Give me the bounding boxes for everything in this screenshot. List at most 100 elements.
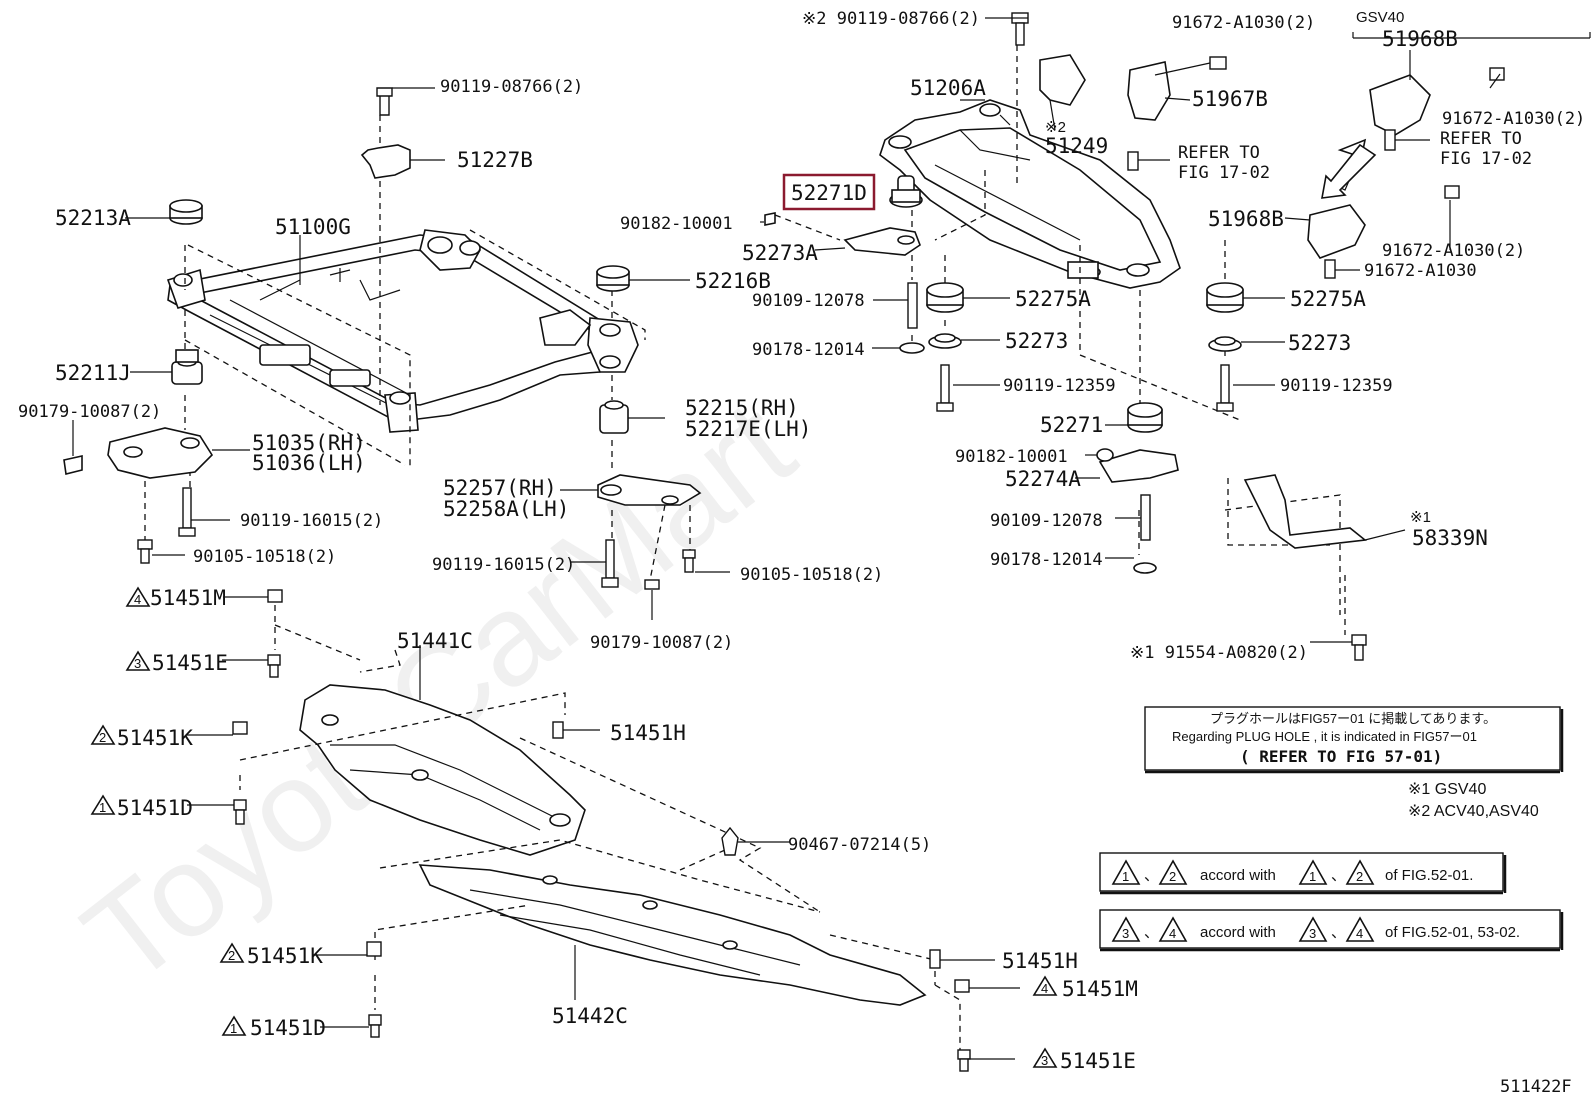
triangle-icon	[221, 1015, 247, 1036]
plate-51035	[63, 427, 214, 479]
label-90182-10001-b: 90182-10001	[955, 447, 1068, 467]
triangle-number: 1	[99, 800, 106, 815]
label-51442c: 51442C	[552, 1004, 628, 1028]
label-refer-right-2: FIG 17-02	[1440, 149, 1532, 169]
label-52274a: 52274A	[1005, 467, 1081, 491]
label-91672-a1030-mid: 91672-A1030(2)	[1442, 109, 1585, 129]
label-90109-12078-b: 90109-12078	[990, 511, 1103, 531]
label-52271d[interactable]: 52271D	[791, 181, 867, 205]
triangle-icon	[1032, 1047, 1058, 1068]
triangle-number: 4	[1169, 926, 1176, 941]
label-51100g: 51100G	[275, 215, 351, 239]
label-91672-a1030-top: 91672-A1030(2)	[1172, 13, 1315, 33]
notice-line-2: Regarding PLUG HOLE , it is indicated in…	[1172, 729, 1477, 744]
label-52217e: 52217E(LH)	[685, 417, 811, 441]
accord-tail-2: of FIG.52-01, 53-02.	[1385, 924, 1520, 941]
triangle-icon	[125, 650, 151, 671]
label-52271: 52271	[1040, 413, 1103, 437]
label-90119-08766-left: 90119-08766(2)	[440, 77, 583, 97]
label-91672-a1030-low: 91672-A1030(2)	[1382, 241, 1525, 261]
label-refer-right-1: REFER TO	[1440, 129, 1522, 149]
bracket-52273a	[764, 212, 921, 256]
label-91672-a1030: 91672-A1030	[1364, 261, 1477, 281]
triangle-number: 3	[1041, 1053, 1048, 1068]
label-51967b: 51967B	[1192, 87, 1268, 111]
label-refer-left-1: REFER TO	[1178, 143, 1260, 163]
label-51451d-bottom: 51451D	[250, 1016, 326, 1040]
label-51968b-mid: 51968B	[1208, 207, 1284, 231]
label-51451e-top: 51451E	[152, 651, 228, 675]
stud-90109-12078-a	[899, 282, 925, 354]
triangle-number: 1	[230, 1021, 237, 1036]
label-51036: 51036(LH)	[252, 451, 366, 475]
label-58339n: 58339N	[1412, 526, 1488, 550]
triangle-number: 1	[1309, 869, 1316, 884]
mounts-center	[596, 265, 702, 590]
triangle-number: 1	[1122, 869, 1129, 884]
highlight-box-52271d	[782, 173, 876, 211]
label-91554-a0820: ※1 91554-A0820(2)	[1130, 643, 1308, 663]
label-51441c: 51441C	[397, 629, 473, 653]
notice-box: プラグホールはFIG57ー01 に掲載してあります。 Regarding PLU…	[1144, 706, 1564, 774]
mount-52271	[1096, 402, 1179, 574]
mounts-52275a	[926, 282, 1244, 412]
label-51451h-bottom: 51451H	[1002, 949, 1078, 973]
clips-bottom	[232, 589, 971, 1072]
label-90178-12014-a: 90178-12014	[752, 340, 865, 360]
leader-lines	[72, 17, 1591, 1060]
label-52257: 52257(RH)	[443, 476, 557, 500]
label-52275a-right: 52275A	[1290, 287, 1366, 311]
accord-box-1: 1 、 2 accord with 1 、 2 of FIG.52-01.	[1099, 852, 1507, 895]
triangle-icon	[90, 724, 116, 745]
label-52213a: 52213A	[55, 206, 131, 230]
label-90119-16015-b: 90119-16015(2)	[432, 555, 575, 575]
bracket-58339n	[1243, 474, 1368, 661]
label-52211j: 52211J	[55, 361, 131, 385]
label-90467-07214: 90467-07214(5)	[788, 835, 931, 855]
label-90105-10518-a: 90105-10518(2)	[193, 547, 336, 567]
separator: 、	[1144, 924, 1159, 941]
legend-note-1: ※1 GSV40	[1408, 781, 1486, 798]
front-subframe-drawing	[166, 229, 639, 433]
rear-crossmember-51206a	[879, 99, 1181, 289]
triangle-number: 4	[1041, 981, 1048, 996]
triangle-number: 3	[1122, 926, 1129, 941]
label-51451e-bottom: 51451E	[1060, 1049, 1136, 1073]
accord-text-1: accord with	[1200, 867, 1276, 884]
bolts-left	[137, 487, 196, 564]
triangle-icon	[90, 794, 116, 815]
label-52215: 52215(RH)	[685, 396, 799, 420]
triangle-number: 4	[1356, 926, 1363, 941]
triangle-number: 3	[1309, 926, 1316, 941]
label-90179-10087-left: 90179-10087(2)	[18, 402, 161, 422]
label-diagram-id: 511422F	[1500, 1077, 1572, 1097]
label-52275a-left: 52275A	[1015, 287, 1091, 311]
separator: 、	[1331, 924, 1346, 941]
bracket-51227b	[360, 87, 411, 179]
label-90119-12359-right: 90119-12359	[1280, 376, 1393, 396]
notice-line-1: プラグホールはFIG57ー01 に掲載してあります。	[1210, 711, 1496, 726]
label-gsv40-head: GSV40	[1356, 9, 1404, 26]
part-labels: ※2 90119-08766(2) 91672-A1030(2) GSV40 5…	[18, 9, 1585, 1097]
label-51451k-bottom: 51451K	[247, 944, 323, 968]
triangle-number: 2	[1169, 869, 1176, 884]
label-90178-12014-b: 90178-12014	[990, 550, 1103, 570]
label-52216b: 52216B	[695, 269, 771, 293]
direction-arrow	[1321, 143, 1377, 199]
triangle-icon	[125, 586, 151, 607]
label-51451k-top: 51451K	[117, 726, 193, 750]
label-90109-12078-a: 90109-12078	[752, 291, 865, 311]
label-90105-10518-b: 90105-10518(2)	[740, 565, 883, 585]
undercover-51442c	[418, 864, 927, 1006]
triangle-markers: 4 3 2 1 2 4 1 3	[90, 586, 1058, 1068]
label-52273-right: 52273	[1288, 331, 1351, 355]
label-90119-08766-top: ※2 90119-08766(2)	[802, 9, 980, 29]
undercover-51441c	[299, 684, 586, 856]
accord-text-2: accord with	[1200, 924, 1276, 941]
label-note2-mark: ※2	[1045, 119, 1066, 136]
mount-52211j	[171, 349, 203, 385]
separator: 、	[1144, 867, 1159, 884]
label-52258a: 52258A(LH)	[443, 497, 569, 521]
label-51451h-top: 51451H	[610, 721, 686, 745]
